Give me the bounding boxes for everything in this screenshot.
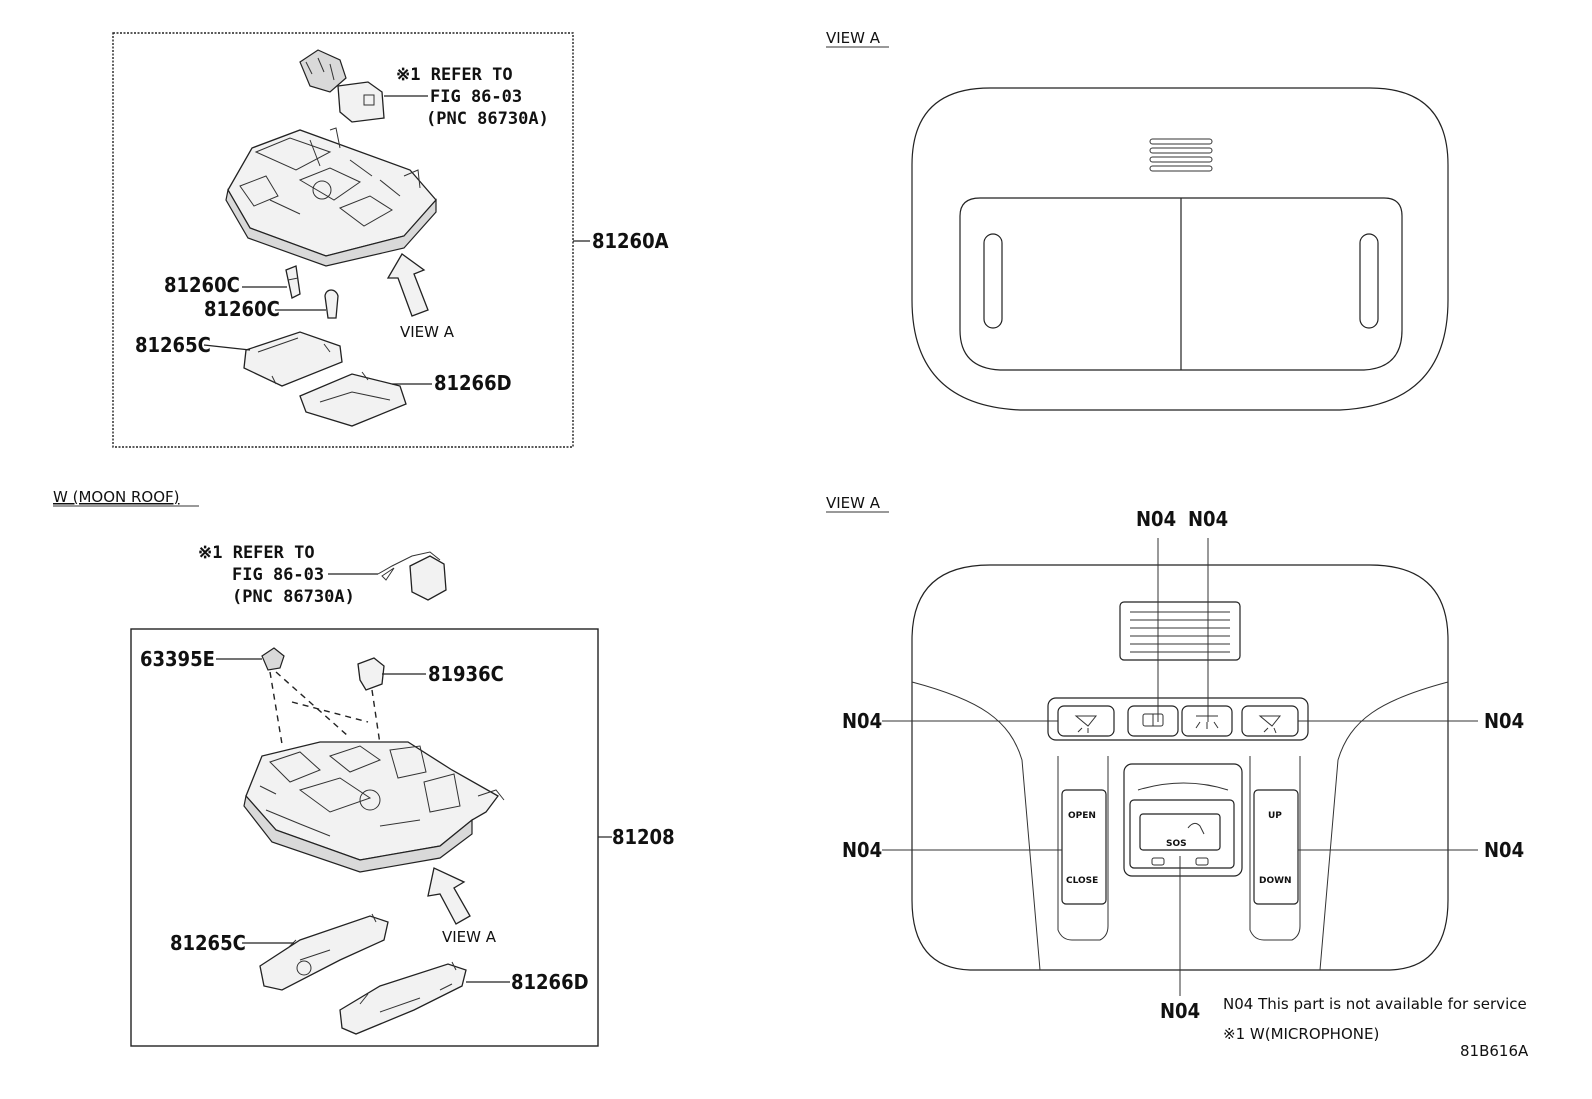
n04-label-left-2: N04 [842,838,882,862]
lens-right-label: 81266D [434,371,512,395]
refer-note-line-2: FIG 86-03 [430,87,522,107]
lens-right-part [299,371,432,427]
top-left-panel: ※1 REFER TO FIG 86-03 (PNC 86730A) VIEW … [112,32,669,448]
map-light-right-button[interactable] [1241,705,1299,737]
top-left-frame [112,32,574,448]
moonroof-refer-note-line-3: (PNC 86730A) [232,587,355,607]
view-a-callout: VIEW A [400,323,455,341]
n04-label-top-1: N04 [1136,507,1176,531]
vent-slots-top [1149,138,1213,172]
moonroof-view-a-arrow [427,867,471,925]
microphone-connector-part [299,49,428,123]
n04-label-top-2: N04 [1188,507,1228,531]
moonroof-lens-right-label: 81266D [511,970,589,994]
refer-note-line-1: ※1 REFER TO [396,65,513,85]
sos-label: SOS [1166,839,1187,849]
dome-light-button[interactable] [1181,705,1233,737]
sos-indicator-right [1195,857,1209,866]
bulb-part-2 [275,289,339,319]
lens-left-part [203,331,343,387]
assembly-label: 81260A [592,229,669,253]
moonroof-refer-note-line-2: FIG 86-03 [232,565,324,585]
bulb-part-1 [242,265,301,299]
close-label: CLOSE [1066,876,1098,886]
console-outline-bottom [911,564,1449,971]
view-a-arrow [386,253,429,317]
moonroof-microphone-part [328,551,447,601]
n04-label-left-1: N04 [842,709,882,733]
view-a-bottom-heading: VIEW A [826,494,881,512]
dome-lamp-housing-part [225,127,437,267]
view-a-bottom-panel: VIEW A [826,494,1524,1023]
assembly-guides [269,671,381,745]
n04-availability-note: N04 This part is not available for servi… [1223,995,1527,1013]
sos-button[interactable]: SOS [1139,813,1221,851]
clip-label: 63395E [140,647,215,671]
lamp-slot-left [983,233,1003,329]
moonroof-view-a-callout: VIEW A [442,928,497,946]
up-label: UP [1268,811,1282,821]
open-label: OPEN [1068,811,1096,821]
clip-part [216,647,285,671]
refer-note-line-3: (PNC 86730A) [426,109,549,129]
socket-part [357,657,426,691]
moonroof-heading: W (MOON ROOF) [53,488,180,506]
sos-module [1123,763,1243,877]
bulb-label-2: 81260C [204,297,280,321]
sunroof-switch[interactable]: OPEN CLOSE [1061,789,1107,905]
moonroof-lens-left-label: 81265C [170,931,246,955]
moonroof-refer-note-line-1: ※1 REFER TO [198,543,315,563]
door-light-button[interactable] [1127,705,1179,737]
lens-left-label: 81265C [135,333,211,357]
socket-label: 81936C [428,662,504,686]
microphone-ref-note: ※1 W(MICROPHONE) [1223,1025,1379,1043]
n04-label-bottom: N04 [1160,999,1200,1023]
n04-label-right-1: N04 [1484,709,1524,733]
moonroof-lens-left-part [242,913,389,991]
overhead-console-part [243,741,505,873]
lens-outline-top [959,197,1403,371]
down-label: DOWN [1259,876,1292,886]
tilt-switch[interactable]: UP DOWN [1253,789,1299,905]
moonroof-panel: W (MOON ROOF) ※1 REFER TO FIG 86-03 (PNC… [53,488,675,1047]
speaker-grille [1119,601,1241,661]
button-strip [1047,697,1309,741]
bulb-label-1: 81260C [164,273,240,297]
moonroof-lens-right-part [339,961,510,1035]
map-light-left-button[interactable] [1057,705,1115,737]
n04-leaders [882,538,1478,996]
view-a-top-panel: VIEW A [826,29,1449,411]
view-a-top-heading: VIEW A [826,29,881,47]
figure-id: 81B616A [1460,1042,1529,1060]
console-outline-top [911,87,1449,411]
moonroof-assembly-label: 81208 [612,825,675,849]
lamp-slot-right [1359,233,1379,329]
sos-indicator-left [1151,857,1165,866]
n04-label-right-2: N04 [1484,838,1524,862]
